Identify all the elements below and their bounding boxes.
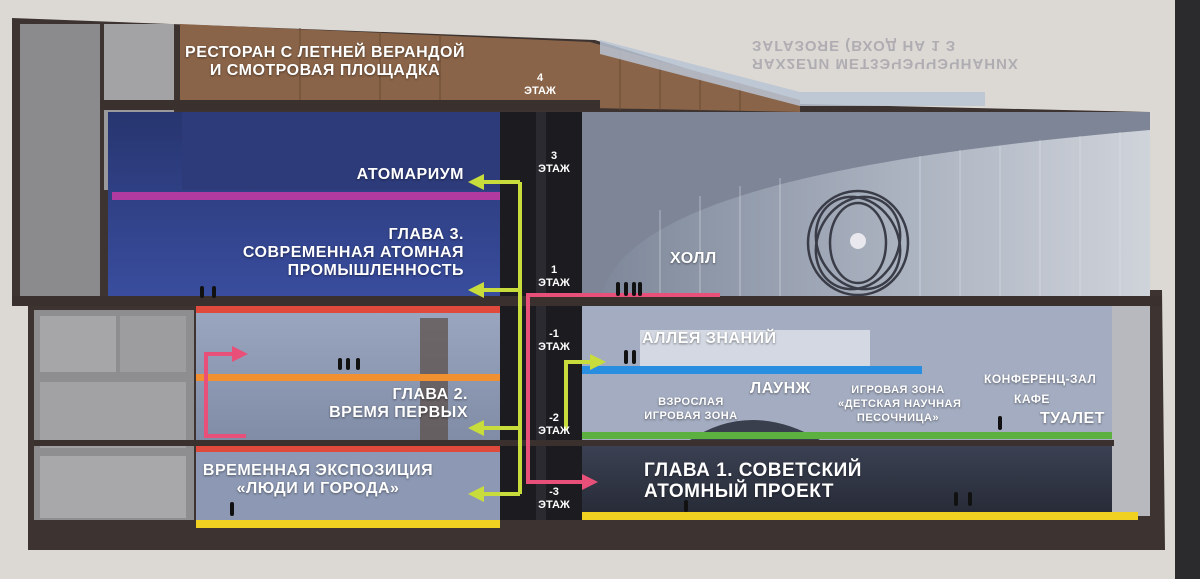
floor-minus2-word: ЭТАЖ bbox=[538, 424, 570, 437]
line-red-1st bbox=[196, 306, 500, 313]
chapter3-label-line-2: СОВРЕМЕННАЯ АТОМНАЯ bbox=[242, 243, 464, 261]
floor-minus2-number: -2 bbox=[549, 412, 559, 424]
adult-play-line-1: ВЗРОСЛАЯ bbox=[658, 396, 724, 408]
left-lower-cell-2 bbox=[120, 316, 186, 372]
floor-4-word: ЭТАЖ bbox=[524, 84, 556, 97]
temporary-label-line-2: «ЛЮДИ И ГОРОДА» bbox=[236, 479, 400, 497]
roof-terrace bbox=[600, 40, 985, 106]
atomarium-room bbox=[182, 112, 500, 190]
floor-minus1-word: ЭТАЖ bbox=[538, 340, 570, 353]
chapter2-label-line-2: ВРЕМЯ ПЕРВЫХ bbox=[329, 403, 468, 421]
kids-play-zone-label: ИГРОВАЯ ЗОНА «ДЕТСКАЯ НАУЧНАЯ ПЕСОЧНИЦА» bbox=[838, 384, 962, 425]
chapter3-label-line-3: ПРОМЫШЛЕННОСТЬ bbox=[287, 261, 464, 279]
right-service-column bbox=[1112, 300, 1150, 516]
chapter1-hall bbox=[582, 442, 1112, 518]
temporary-exhibition-label: ВРЕМЕННАЯ ЭКСПОЗИЦИЯ «ЛЮДИ И ГОРОДА» bbox=[170, 462, 466, 498]
floor-3-word: ЭТАЖ bbox=[538, 162, 570, 175]
floor-label-3: 3 ЭТАЖ bbox=[524, 150, 584, 175]
chapter3-label-line-1: ГЛАВА 3. bbox=[388, 226, 464, 243]
floor-label-4: 4 ЭТАЖ bbox=[510, 72, 570, 97]
cafe-label: КАФЕ bbox=[1014, 392, 1050, 406]
left-lower-cell-4 bbox=[40, 456, 186, 518]
floor-4-number: 4 bbox=[536, 72, 544, 84]
floor-label-1: 1 ЭТАЖ bbox=[524, 264, 584, 289]
stair-shaft bbox=[536, 112, 546, 520]
bleed-through-line-2: ЗАГАЗОЯЕ (ВХОД НА 1 З bbox=[752, 37, 957, 54]
restaurant-label-line-1: РЕСТОРАН С ЛЕТНЕЙ ВЕРАНДОЙ bbox=[185, 44, 465, 61]
line-red-temporary bbox=[196, 446, 500, 452]
adult-play-zone-label: ВЗРОСЛАЯ ИГРОВАЯ ЗОНА bbox=[636, 396, 746, 424]
restaurant-ribs bbox=[299, 28, 741, 111]
line-green-minus2 bbox=[582, 432, 1112, 439]
atom-core-icon bbox=[850, 233, 866, 249]
left-lower-cell-3 bbox=[40, 382, 186, 448]
chapter1-label-line-1: ГЛАВА 1. СОВЕТСКИЙ bbox=[644, 460, 862, 481]
chapter2-label-line-1: ГЛАВА 2. bbox=[392, 386, 468, 403]
kids-play-line-1: ИГРОВАЯ ЗОНА bbox=[851, 384, 945, 396]
alley-display bbox=[640, 330, 870, 370]
route-pink bbox=[204, 293, 720, 490]
line-yellow-left bbox=[196, 520, 500, 528]
bleed-through-line-1: ЯАХ2ЕЛИ МЕТ3ЭЧЭЧЧЭЧНАНИХ bbox=[752, 55, 1019, 72]
lounge-label: ЛАУНЖ bbox=[750, 380, 811, 397]
chapter1-label: ГЛАВА 1. СОВЕТСКИЙ АТОМНЫЙ ПРОЕКТ bbox=[644, 460, 862, 503]
floor-3-number: 3 bbox=[550, 150, 558, 162]
hall-ribs bbox=[659, 132, 1121, 300]
adult-play-line-2: ИГРОВАЯ ЗОНА bbox=[644, 409, 738, 422]
floor-label-minus2: -2 ЭТАЖ bbox=[524, 412, 584, 437]
route-yellow-green bbox=[468, 174, 606, 502]
floor-minus1-number: -1 bbox=[549, 328, 559, 340]
toilet-label: ТУАЛЕТ bbox=[1040, 410, 1105, 427]
temporary-label-line-1: ВРЕМЕННАЯ ЭКСПОЗИЦИЯ bbox=[202, 462, 434, 479]
restaurant-label-line-2: И СМОТРОВАЯ ПЛОЩАДКА bbox=[209, 61, 441, 79]
floor-slabs bbox=[12, 100, 1162, 446]
line-blue-alley bbox=[582, 366, 922, 374]
left-block-top bbox=[104, 24, 174, 100]
chapter2-label: ГЛАВА 2. ВРЕМЯ ПЕРВЫХ bbox=[300, 386, 468, 422]
kids-play-line-2: «ДЕТСКАЯ НАУЧНАЯ bbox=[838, 397, 962, 410]
floor-minus3-word: ЭТАЖ bbox=[538, 498, 570, 511]
chapter1-label-line-2: АТОМНЫЙ ПРОЕКТ bbox=[644, 481, 834, 503]
alley-label: АЛЛЕЯ ЗНАНИЙ bbox=[642, 330, 777, 347]
chapter3-label: ГЛАВА 3. СОВРЕМЕННАЯ АТОМНАЯ ПРОМЫШЛЕННО… bbox=[160, 226, 464, 280]
floor-1-word: ЭТАЖ bbox=[538, 276, 570, 289]
atomarium-label: АТОМАРИУМ bbox=[356, 166, 464, 183]
left-column-upper bbox=[20, 24, 100, 304]
line-yellow-right bbox=[582, 512, 1138, 520]
visitor-figures bbox=[200, 282, 1002, 516]
floor-label-minus3: -3 ЭТАЖ bbox=[524, 486, 584, 511]
floor-1-number: 1 bbox=[550, 264, 558, 276]
edge-shadow bbox=[1175, 0, 1200, 579]
line-purple-atomarium bbox=[112, 192, 500, 200]
line-orange-chapter2 bbox=[196, 374, 500, 381]
floor-label-minus1: -1 ЭТАЖ bbox=[524, 328, 584, 353]
restaurant-label: РЕСТОРАН С ЛЕТНЕЙ ВЕРАНДОЙ И СМОТРОВАЯ П… bbox=[150, 44, 500, 80]
kids-play-line-3: ПЕСОЧНИЦА» bbox=[856, 411, 940, 424]
atom-sculpture-icon bbox=[806, 189, 910, 297]
hall-label: ХОЛЛ bbox=[670, 250, 717, 267]
temporary-exhibition-hall bbox=[196, 452, 500, 520]
chapter2-column bbox=[420, 318, 448, 446]
hall-dome bbox=[600, 130, 1150, 300]
left-lower-cell-1 bbox=[40, 316, 116, 372]
restaurant-band bbox=[180, 24, 800, 112]
conference-hall-label: КОНФЕРЕНЦ-ЗАЛ bbox=[984, 372, 1097, 386]
bleed-through-text: ЯАХ2ЕЛИ МЕТ3ЭЧЭЧЧЭЧНАНИХ ЗАГАЗОЯЕ (ВХОД … bbox=[752, 36, 1019, 72]
floor-minus3-number: -3 bbox=[549, 486, 559, 498]
